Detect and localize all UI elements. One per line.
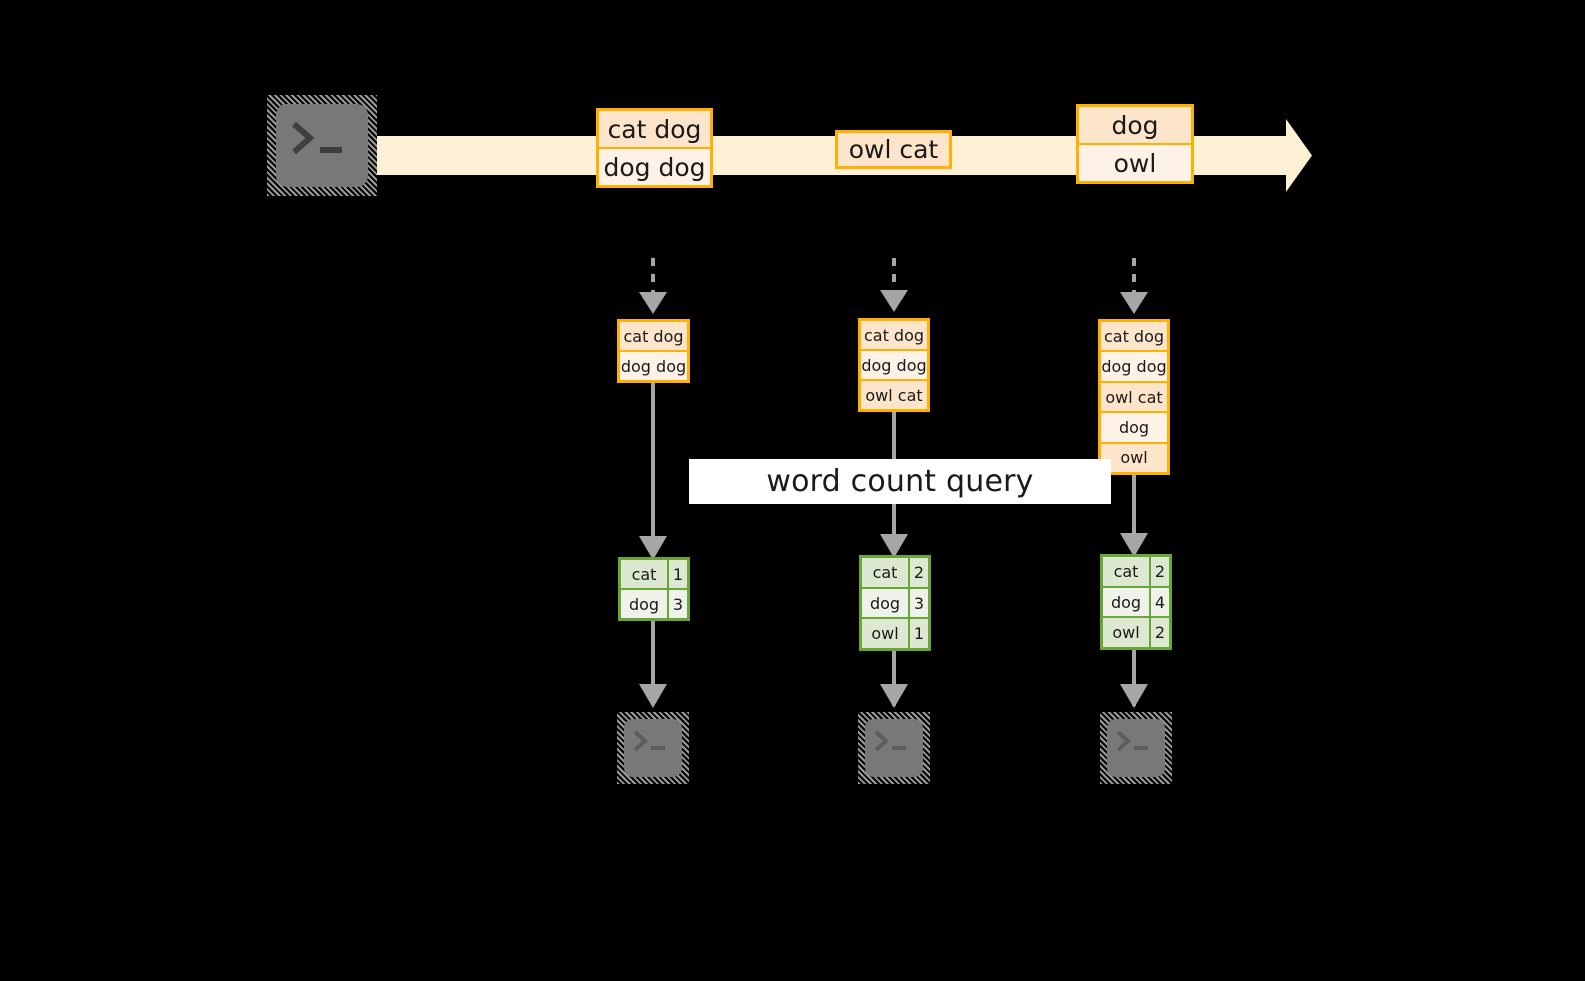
result-word: owl <box>862 619 908 649</box>
result-count: 3 <box>908 588 928 618</box>
table-row: dog 3 <box>621 588 687 618</box>
terminal-prompt-glyph <box>292 121 342 155</box>
table-row: cat 2 <box>1103 557 1169 586</box>
column-1-intake-arrowhead <box>639 292 667 314</box>
column-1-sink-terminal-icon <box>617 712 689 784</box>
column-3-input-table: cat dog dog dog owl cat dog owl <box>1098 319 1170 475</box>
stream-event-3-line-2: owl <box>1079 143 1191 181</box>
stream-event-1-line-2: dog dog <box>599 147 710 185</box>
column-3-intake-arrowhead <box>1120 292 1148 314</box>
column-3-result-table: cat 2 dog 4 owl 2 <box>1100 554 1172 650</box>
column-3-input-row: dog dog <box>1101 350 1167 381</box>
column-3-input-row: owl <box>1101 441 1167 473</box>
column-1-query-line <box>651 383 655 551</box>
table-row: owl 1 <box>862 617 928 649</box>
column-3-input-row: owl cat <box>1101 380 1167 412</box>
result-word: owl <box>1103 618 1149 648</box>
result-word: cat <box>621 560 667 588</box>
stream-event-2-line-1: owl cat <box>838 133 949 166</box>
result-word: dog <box>621 590 667 618</box>
stream-event-3-line-1: dog <box>1079 107 1191 143</box>
result-word: dog <box>862 588 908 618</box>
column-2-intake-line <box>892 258 896 292</box>
column-2-input-row: dog dog <box>861 349 927 379</box>
table-row: cat 2 <box>862 558 928 587</box>
source-terminal-icon <box>267 95 377 196</box>
terminal-prompt-glyph <box>1116 730 1148 752</box>
column-1-input-row: cat dog <box>620 322 687 350</box>
column-3-sink-terminal-icon <box>1100 712 1172 784</box>
column-2-sink-arrowhead <box>880 684 908 708</box>
column-3-sink-arrowhead <box>1120 684 1148 708</box>
column-3-intake-line <box>1132 258 1136 294</box>
column-2-query-arrowhead <box>880 534 908 558</box>
column-1-input-row: dog dog <box>620 350 687 380</box>
result-count: 2 <box>1149 557 1169 586</box>
column-3-query-line <box>1132 475 1136 548</box>
stream-arrowhead <box>1286 119 1312 192</box>
column-2-input-table: cat dog dog dog owl cat <box>858 318 930 412</box>
terminal-prompt-glyph <box>633 730 665 752</box>
column-1-intake-line <box>651 258 655 294</box>
column-2-input-row: cat dog <box>861 321 927 349</box>
query-banner-label: word count query <box>766 464 1034 499</box>
column-3-input-row: cat dog <box>1101 322 1167 351</box>
result-count: 4 <box>1149 587 1169 617</box>
result-count: 2 <box>908 558 928 587</box>
result-count: 2 <box>1149 618 1169 648</box>
column-2-result-table: cat 2 dog 3 owl 1 <box>859 555 931 651</box>
query-banner: word count query <box>689 459 1111 504</box>
terminal-prompt-glyph <box>874 730 906 752</box>
column-2-intake-arrowhead <box>880 290 908 312</box>
result-word: cat <box>862 558 908 587</box>
stream-event-2: owl cat <box>835 130 952 169</box>
result-word: dog <box>1103 587 1149 617</box>
column-1-input-table: cat dog dog dog <box>617 319 690 383</box>
table-row: owl 2 <box>1103 616 1169 648</box>
column-1-sink-arrowhead <box>639 684 667 708</box>
column-1-sink-line <box>651 621 655 688</box>
table-row: cat 1 <box>621 560 687 588</box>
column-3-input-row: dog <box>1101 411 1167 442</box>
result-count: 1 <box>908 619 928 649</box>
stream-event-3: dog owl <box>1076 104 1194 184</box>
result-count: 1 <box>667 560 687 588</box>
column-3-sink-line <box>1132 650 1136 706</box>
table-row: dog 3 <box>862 586 928 618</box>
column-1-query-arrowhead <box>639 536 667 560</box>
column-3-query-arrowhead <box>1120 533 1148 557</box>
result-count: 3 <box>667 590 687 618</box>
column-2-input-row: owl cat <box>861 379 927 409</box>
column-2-sink-terminal-icon <box>858 712 930 784</box>
stream-event-1: cat dog dog dog <box>596 108 713 188</box>
stream-event-1-line-1: cat dog <box>599 111 710 147</box>
column-1-result-table: cat 1 dog 3 <box>618 557 690 621</box>
table-row: dog 4 <box>1103 585 1169 617</box>
result-word: cat <box>1103 557 1149 586</box>
column-2-sink-line <box>892 651 896 706</box>
